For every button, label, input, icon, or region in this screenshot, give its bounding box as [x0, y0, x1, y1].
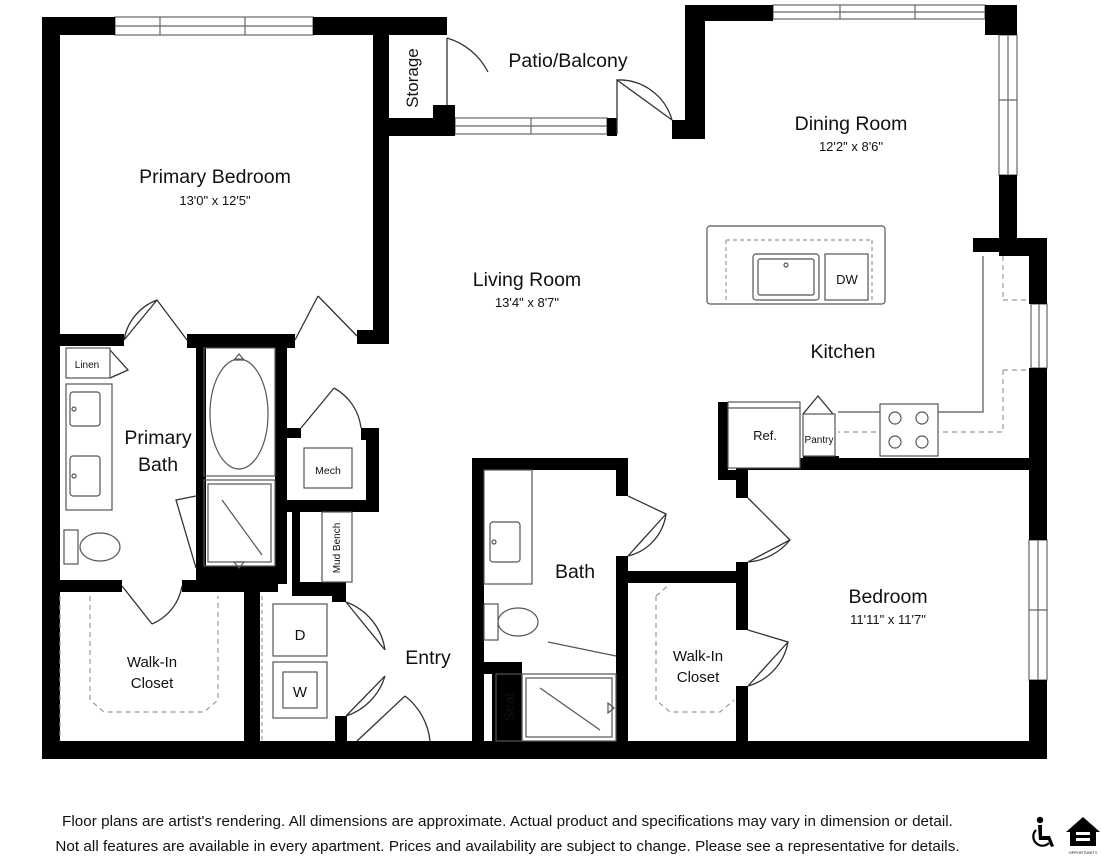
range [879, 403, 939, 457]
door-patio [616, 78, 673, 134]
bath-name: Bath [555, 561, 595, 583]
door-primary-bath [121, 585, 183, 625]
dryer-label: D [295, 627, 306, 644]
dishwasher [824, 253, 869, 301]
shower-bath [521, 673, 617, 742]
seat-label: Seat [501, 692, 517, 721]
patio-name: Patio/Balcony [508, 50, 627, 72]
toilet-primary [79, 532, 121, 562]
vanity-bath [483, 469, 533, 585]
bedroom-name: Bedroom [848, 586, 927, 608]
fixtures [59, 225, 1029, 742]
linen-closet [65, 347, 111, 379]
dishwasher-label: DW [836, 272, 858, 287]
fixture-labels: Linen Mech Mud Bench D W Seat DW Ref. Pa… [75, 272, 859, 721]
door-primary-bedroom-right [294, 295, 358, 341]
primary-bath-line2: Bath [138, 454, 178, 476]
door-entry [356, 695, 431, 742]
doors [109, 37, 834, 742]
door-bedroom-closet [747, 629, 790, 687]
door-mech [300, 387, 362, 429]
kitchen-sink [752, 253, 820, 301]
mech-closet [303, 447, 353, 489]
windows [114, 4, 1048, 681]
dryer [272, 603, 328, 657]
shower-primary [203, 479, 276, 567]
equal-housing-text: OPPORTUNITY [1069, 850, 1098, 855]
primary-bedroom-dims: 13'0" x 12'5" [179, 193, 251, 208]
pantry [802, 413, 836, 457]
door-bath [627, 495, 668, 557]
room-labels: Primary Bedroom 13'0" x 12'5" Living Roo… [124, 48, 927, 692]
refrigerator-label: Ref. [753, 428, 777, 443]
walkin-primary-line2: Closet [131, 675, 174, 692]
primary-bedroom-name: Primary Bedroom [139, 166, 291, 188]
bedroom-dims: 11'11" x 11'7" [850, 612, 926, 627]
disclaimer-line-1: Floor plans are artist's rendering. All … [62, 813, 953, 830]
disclaimer-line-2: Not all features are available in every … [55, 838, 960, 855]
door-linen [109, 349, 130, 379]
walkin-bedroom-line1: Walk-In [673, 648, 723, 665]
primary-bath-line1: Primary [124, 427, 191, 449]
entry-name: Entry [405, 647, 451, 669]
living-room-dims: 13'4" x 8'7" [495, 295, 559, 310]
door-pantry [802, 394, 834, 415]
vanity-primary [65, 383, 113, 511]
kitchen-name: Kitchen [810, 341, 875, 363]
pantry-label: Pantry [805, 435, 834, 446]
toilet-bath [497, 607, 539, 637]
seat [495, 673, 523, 742]
mech-label: Mech [315, 465, 341, 477]
refrigerator [727, 401, 801, 469]
door-storage [446, 37, 489, 105]
walkin-primary-line1: Walk-In [127, 654, 177, 671]
bathtub [203, 347, 276, 477]
living-room-name: Living Room [473, 269, 581, 291]
mud-bench-label: Mud Bench [332, 523, 343, 574]
door-primary-bedroom-left [123, 299, 188, 341]
dining-room-name: Dining Room [795, 113, 908, 135]
door-laundry [345, 601, 386, 717]
dining-room-dims: 12'2" x 8'6" [819, 139, 883, 154]
linen-label: Linen [75, 360, 99, 371]
mud-bench [321, 511, 353, 583]
accessibility-icon [1032, 816, 1054, 847]
door-bedroom [747, 497, 792, 563]
washer [272, 661, 328, 719]
walkin-bedroom-line2: Closet [677, 669, 720, 686]
door-shower-primary [175, 495, 197, 569]
washer-label: W [293, 684, 308, 701]
storage-name: Storage [403, 48, 422, 108]
kitchen-island [706, 225, 886, 305]
equal-housing-icon: OPPORTUNITY [1066, 817, 1100, 855]
walls [42, 5, 1047, 759]
